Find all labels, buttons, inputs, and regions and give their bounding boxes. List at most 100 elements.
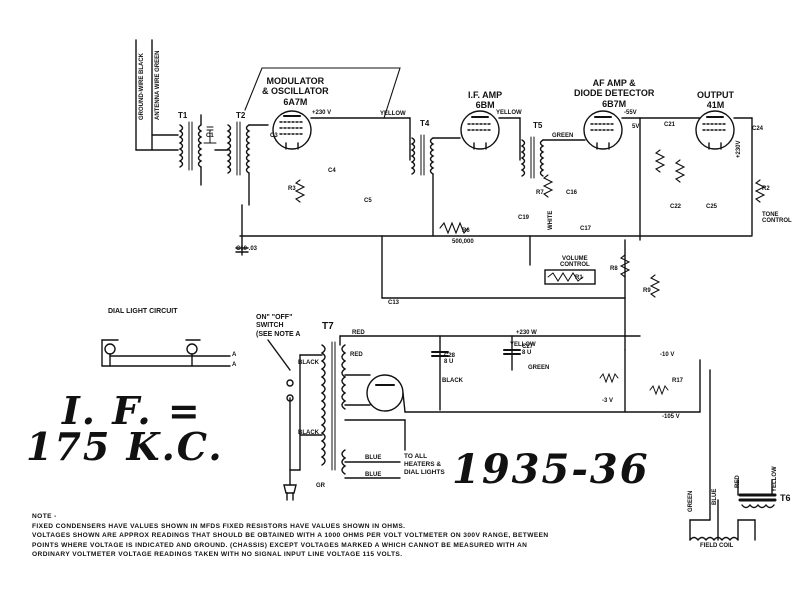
r17-label: R17 [672,378,684,384]
switch-label-line2: SWITCH [256,322,284,330]
on-off-switch [267,339,301,501]
r6-label: R6 [462,228,470,234]
tube-6b7m [583,110,623,150]
voltage-230-mid: +230 W [516,330,537,336]
c4-label: C4 [328,168,336,174]
note-line: NOTE - [32,513,57,520]
wire-white-1: WHITE [548,210,554,230]
notes-block: NOTE - FIXED CONDENSERS HAVE VALUES SHOW… [32,512,672,560]
t2-label: T2 [236,111,246,120]
wire-yellow-1: YELLOW [380,111,406,117]
filter-capacitors [431,349,521,357]
c21-label: C21 [664,122,676,128]
tube-6bm-title: I.F. AMP 6BM [468,90,502,111]
c27-label: C27 8 U [522,344,534,356]
heater-leads [344,461,401,479]
r3-label: R3 [288,186,296,192]
tube-6a7m-title: MODULATOR & OSCILLATOR 6A7M [262,76,329,107]
tube-6a7m [272,110,312,150]
voltage-m10: -10 V [660,352,675,358]
wire-red-3: RED [735,475,741,488]
tube-41m [695,110,735,150]
wire-black-1: BLACK [298,360,319,366]
c13-label: C13 [388,300,400,306]
wire-red-2: RED [350,352,363,358]
tube-41m-line1: OUTPUT [697,90,734,100]
c5-label: C5 [364,198,372,204]
c22-label: C22 [670,204,682,210]
r8-label: R8 [610,266,618,272]
voltage-230-top: +230 V [312,110,332,116]
tube-6b7m-line2: DIODE DETECTOR [574,88,655,99]
volume-control-pot [529,235,596,285]
top-wiring [310,117,753,241]
t5-label: T5 [533,121,543,130]
c1-label: C1 [206,133,214,139]
wire-green-1: GREEN [552,133,574,139]
tube-6bm-line2: 6BM [475,100,495,111]
tube-6b7m-line3: 6B7M [602,98,627,109]
heaters-label-line1: TO ALL [404,453,428,460]
wire-green-2: GREEN [528,365,550,371]
volume-control-label: VOLUME CONTROL [560,256,590,268]
wire-blue-2: BLUE [365,472,382,478]
wire-yellow-2: YELLOW [496,110,522,116]
tube-6a7m-line3: 6A7M [283,96,308,107]
resistors-top [294,149,766,298]
wire-green-3: GREEN [688,490,694,512]
if-frequency-line2: 175 K.C. [26,424,224,469]
t4-label: T4 [420,119,430,128]
c19-label: C19 [518,215,530,221]
voltage-m3: -3 V [602,398,614,404]
dial-a-mark-1: A [232,352,237,358]
wire-black-3: BLACK [442,378,463,384]
transformer-t1 [178,114,229,186]
note-line: VOLTAGES SHOWN ARE APPROX READINGS THAT … [32,532,549,540]
note-line: POINTS WHERE VOLTAGE IS INDICATED AND GR… [32,541,528,549]
c28-label: C28 8 U [444,353,456,365]
note-line: FIXED CONDENSERS HAVE VALUES SHOWN IN MF… [32,522,406,530]
voltage-5: 5V [632,124,640,130]
t7-label: T7 [322,321,334,332]
transformer-t2 [226,121,269,206]
t1-label: T1 [178,111,188,120]
c24-label: C24 [752,126,764,132]
voltage-230-out: +230V [736,140,742,158]
tube-41m-title: OUTPUT 41M [697,90,734,111]
on-off-switch-label: ON" "OFF" SWITCH (SEE NOTE A [256,314,300,339]
tube-6a7m-line2: & OSCILLATOR [262,86,329,97]
wire-blue-1: BLUE [365,455,382,461]
r7-label: R7 [536,190,544,196]
rectifier-tube [344,374,406,451]
r2-label: R2 [762,186,770,192]
note-line: ORDINARY VOLTMETER VOLTAGE READINGS TAKE… [32,551,403,559]
c17-label: C17 [580,226,592,232]
r6-value: 500,000 [452,239,474,245]
switch-label-line3: (SEE NOTE A [256,330,301,338]
if-frequency-line1: I. F. = [62,388,202,433]
field-coil [689,499,756,542]
voltage-55: -55V [624,110,637,116]
tube-callout [244,67,401,119]
r9-label: R9 [643,288,651,294]
power-transformer-t7 [299,335,347,475]
dial-light-circuit-label: DIAL LIGHT CIRCUIT [108,308,178,315]
c16-label: C16 [566,190,578,196]
antenna-leads [135,39,179,151]
voltage-m105: -105 V [662,414,680,420]
heaters-label-line2: HEATERS & [404,460,442,468]
tube-6bm [460,110,500,150]
avc-bus [235,204,753,256]
tone-control-label: TONE CONTROL [762,212,792,224]
wire-black-2: BLACK [298,430,319,436]
wire-yellow-3: YELLOW [510,342,536,348]
c25-label: C25 [706,204,718,210]
wire-yellow-4: YELLOW [772,466,778,492]
tube-6bm-line1: I.F. AMP [468,90,503,100]
antenna-wire-label: ANTENNA WIRE GREEN [155,50,161,120]
c3-label: C3 [270,133,278,139]
field-coil-label: FIELD COIL [700,543,734,549]
model-year: 1935-36 [452,446,650,493]
